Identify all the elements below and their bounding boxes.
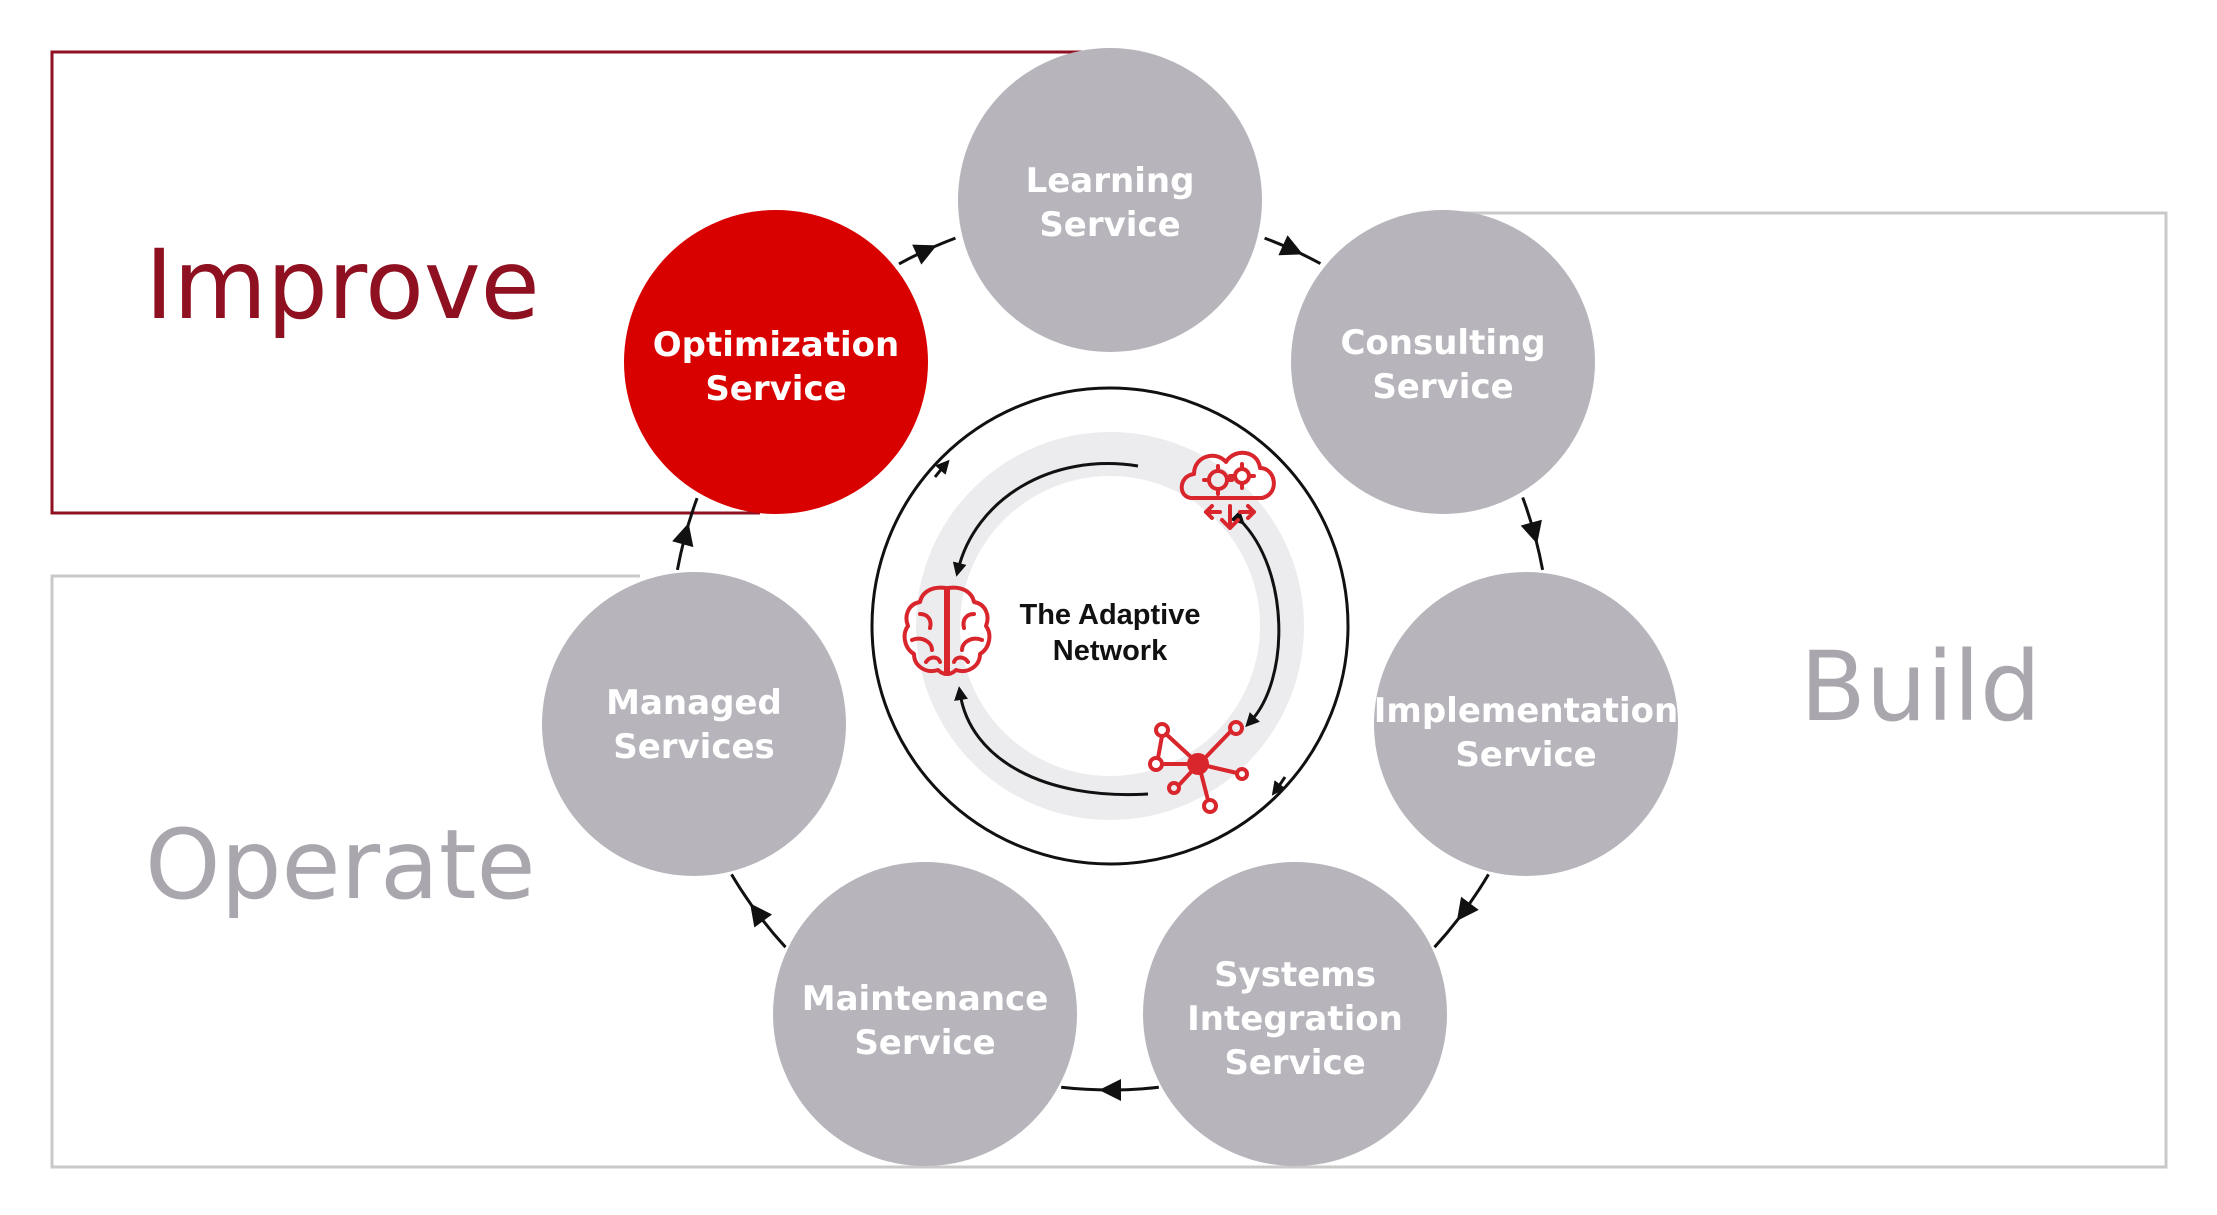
node-label-line: Service (1224, 1043, 1365, 1083)
node-label-line: Services (613, 727, 775, 767)
node-label-line: Consulting (1340, 323, 1545, 363)
node-label-line: Systems (1214, 955, 1376, 995)
cycle-arrowhead (1456, 896, 1479, 922)
node-label-line: Implementation (1374, 691, 1679, 731)
outer-cycle-arrows (672, 235, 1545, 1101)
node-managed-services[interactable]: Managed Services (542, 572, 846, 876)
phase-label-build: Build (1800, 631, 2041, 743)
operate-box (50, 574, 900, 1169)
node-systems-integration-service[interactable]: Systems Integration Service (1143, 862, 1447, 1166)
core-ring-arrow (933, 459, 950, 478)
adaptive-network-core: The Adaptive Network (870, 386, 1350, 866)
node-learning-service[interactable]: Learning Service (958, 48, 1262, 352)
node-label-line: Integration (1187, 999, 1403, 1039)
cycle-arrowhead (1099, 1079, 1121, 1101)
core-title-line: The Adaptive (1019, 599, 1200, 631)
node-implementation-service[interactable]: Implementation Service (1374, 572, 1679, 876)
phase-label-operate: Operate (145, 809, 536, 921)
cloud-gears-icon (1179, 451, 1276, 530)
node-label-line: Learning (1026, 161, 1195, 201)
node-consulting-service[interactable]: Consulting Service (1291, 210, 1595, 514)
core-ring-arrow (1271, 776, 1287, 796)
inner-arrow-cloud-to-brain (952, 462, 1139, 577)
brain-icon (902, 585, 992, 676)
node-maintenance-service[interactable]: Maintenance Service (773, 862, 1077, 1166)
node-label-line: Optimization (653, 325, 899, 365)
improve-box (50, 50, 1090, 515)
node-optimization-service[interactable]: Optimization Service (624, 210, 928, 514)
cycle-arrowhead (750, 903, 773, 928)
service-nodes: Learning Service Consulting Service Impl… (542, 48, 1678, 1166)
inner-arrow-network-to-brain (954, 686, 1149, 797)
core-inner-band (916, 432, 1304, 820)
inner-arrow-cloud-network (1230, 510, 1281, 728)
cycle-arrowhead (1520, 519, 1542, 544)
node-label-line: Service (1039, 205, 1180, 245)
network-nodes-icon (1148, 720, 1249, 814)
phase-label-improve: Improve (145, 229, 540, 341)
node-label-line: Managed (606, 683, 782, 723)
node-label-line: Service (854, 1023, 995, 1063)
cycle-arrowhead (672, 522, 694, 548)
core-title-line: Network (1053, 635, 1168, 667)
node-label-line: Service (705, 369, 846, 409)
node-label-line: Service (1455, 735, 1596, 775)
cycle-arrowhead (912, 244, 937, 265)
node-label-line: Maintenance (802, 979, 1049, 1019)
node-label-line: Service (1372, 367, 1513, 407)
build-box (900, 211, 2168, 1169)
cycle-arrowhead (1278, 235, 1303, 256)
